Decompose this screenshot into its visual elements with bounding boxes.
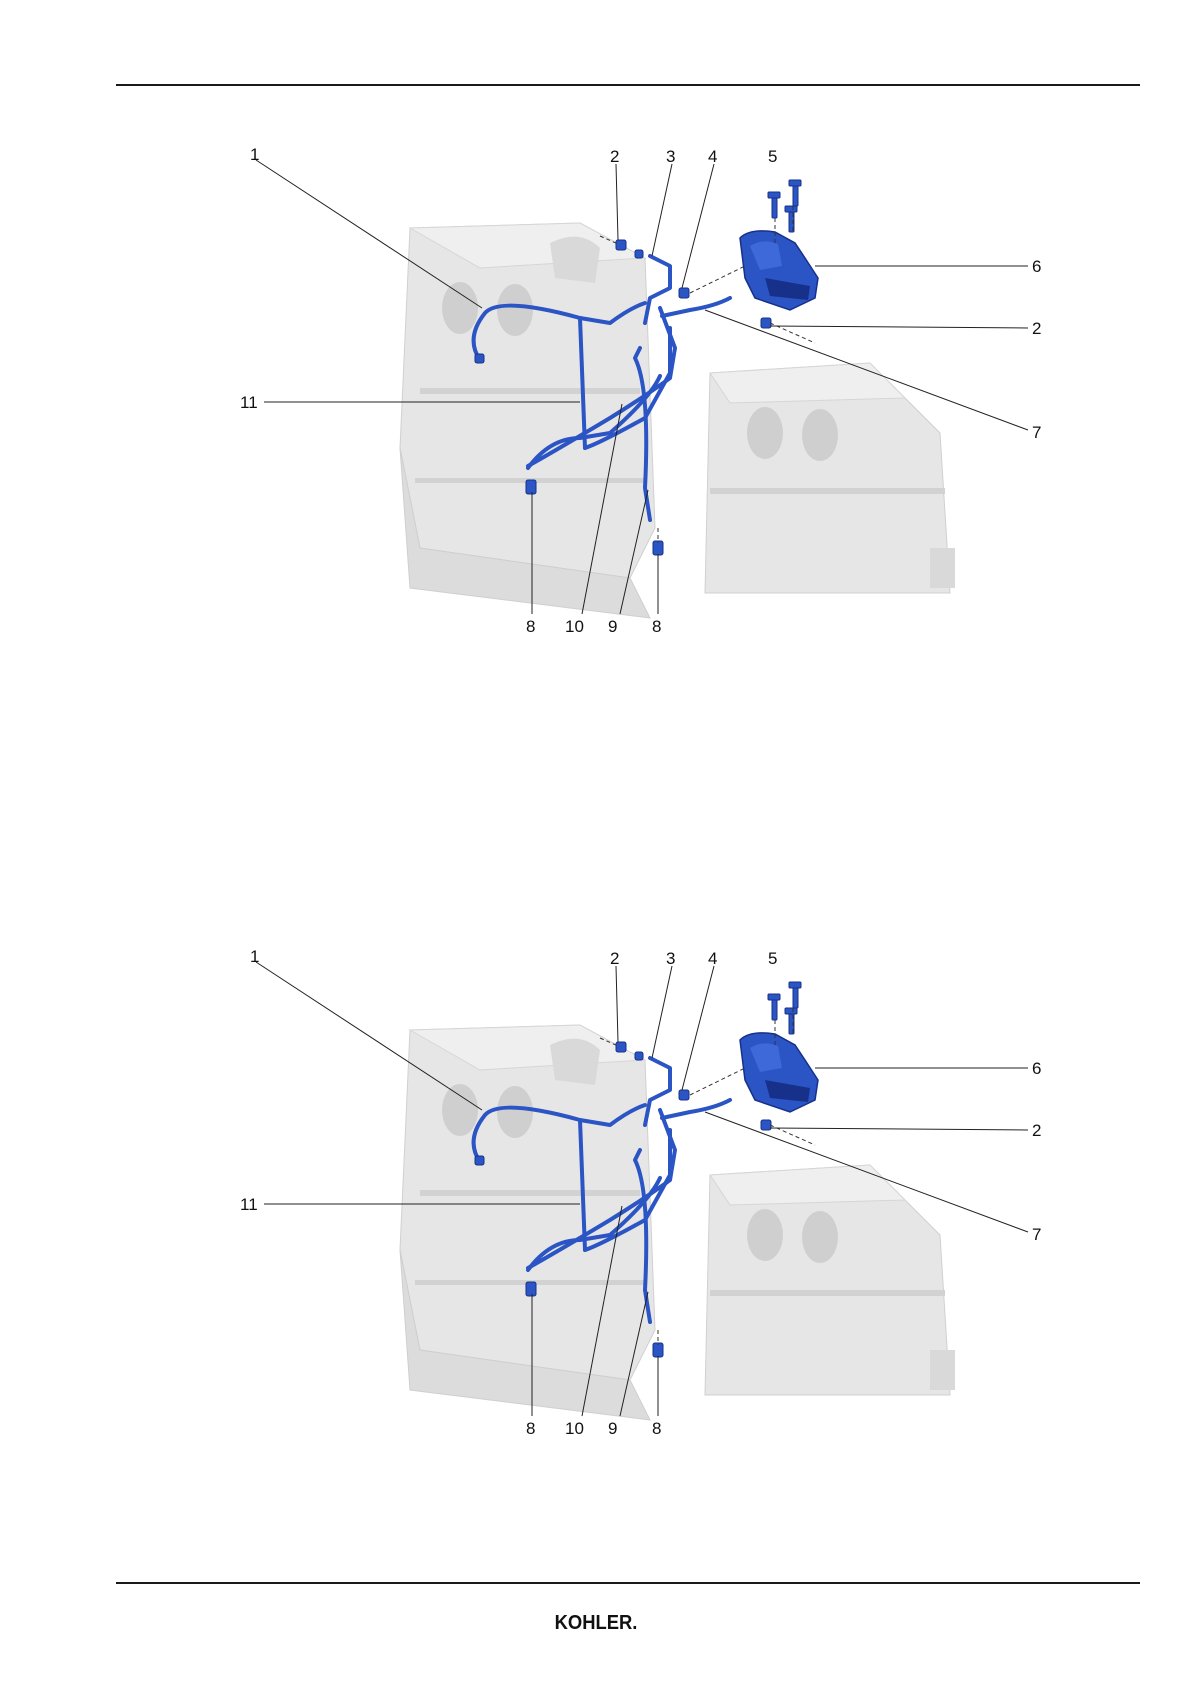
callout-2b: 2 — [1032, 319, 1041, 338]
leader-2b — [770, 326, 1028, 328]
callout-4: 4 — [708, 147, 717, 166]
callout-2b: 2 — [1032, 1121, 1041, 1140]
callout-5: 5 — [768, 147, 777, 166]
diagram-drawing-2: 1 2 3 4 5 6 2 7 11 8 10 9 8 — [250, 950, 1150, 1495]
leader-3 — [652, 966, 672, 1058]
leader-4 — [682, 966, 714, 1090]
callout-8b: 8 — [652, 617, 661, 636]
callout-7: 7 — [1032, 423, 1041, 442]
callout-7: 7 — [1032, 1225, 1041, 1244]
leader-4 — [682, 164, 714, 288]
bolts — [768, 180, 801, 232]
exploded-diagram-2: 1 2 3 4 5 6 2 7 11 8 10 9 8 — [250, 950, 1150, 1495]
callout-8a: 8 — [526, 617, 535, 636]
engine-block-left — [400, 1025, 655, 1420]
callout-10: 10 — [565, 1419, 584, 1438]
callout-11: 11 — [240, 393, 258, 412]
callout-2a: 2 — [610, 949, 619, 968]
callout-10: 10 — [565, 617, 584, 636]
callout-3: 3 — [666, 949, 675, 968]
engine-block-right — [705, 363, 955, 593]
leader-2a — [616, 164, 618, 240]
header-rule — [116, 84, 1140, 86]
callout-5: 5 — [768, 949, 777, 968]
bolts — [768, 982, 801, 1034]
engine-block-right — [705, 1165, 955, 1395]
engine-block-left — [400, 223, 655, 618]
callout-2a: 2 — [610, 147, 619, 166]
callout-4: 4 — [708, 949, 717, 968]
callout-8a: 8 — [526, 1419, 535, 1438]
fuel-pump-assembly — [740, 1033, 818, 1112]
callout-8b: 8 — [652, 1419, 661, 1438]
logo-text: KOHLER. — [554, 1612, 637, 1635]
callout-3: 3 — [666, 147, 675, 166]
kohler-logo: KOHLER. — [0, 1612, 1191, 1635]
leader-3 — [652, 164, 672, 256]
leader-2b — [770, 1128, 1028, 1130]
callout-11: 11 — [240, 1195, 258, 1214]
callout-1: 1 — [250, 145, 259, 164]
callout-6: 6 — [1032, 257, 1041, 276]
leader-2a — [616, 966, 618, 1042]
callout-1: 1 — [250, 947, 259, 966]
fuel-pump-assembly — [740, 231, 818, 310]
callout-9: 9 — [608, 617, 617, 636]
footer-rule — [116, 1582, 1140, 1584]
exploded-diagram-1: 1 2 3 4 5 6 2 7 11 8 10 9 8 — [250, 148, 1150, 693]
callout-6: 6 — [1032, 1059, 1041, 1078]
callout-9: 9 — [608, 1419, 617, 1438]
diagram-drawing-1: 1 2 3 4 5 6 2 7 11 8 10 9 8 — [250, 148, 1150, 693]
